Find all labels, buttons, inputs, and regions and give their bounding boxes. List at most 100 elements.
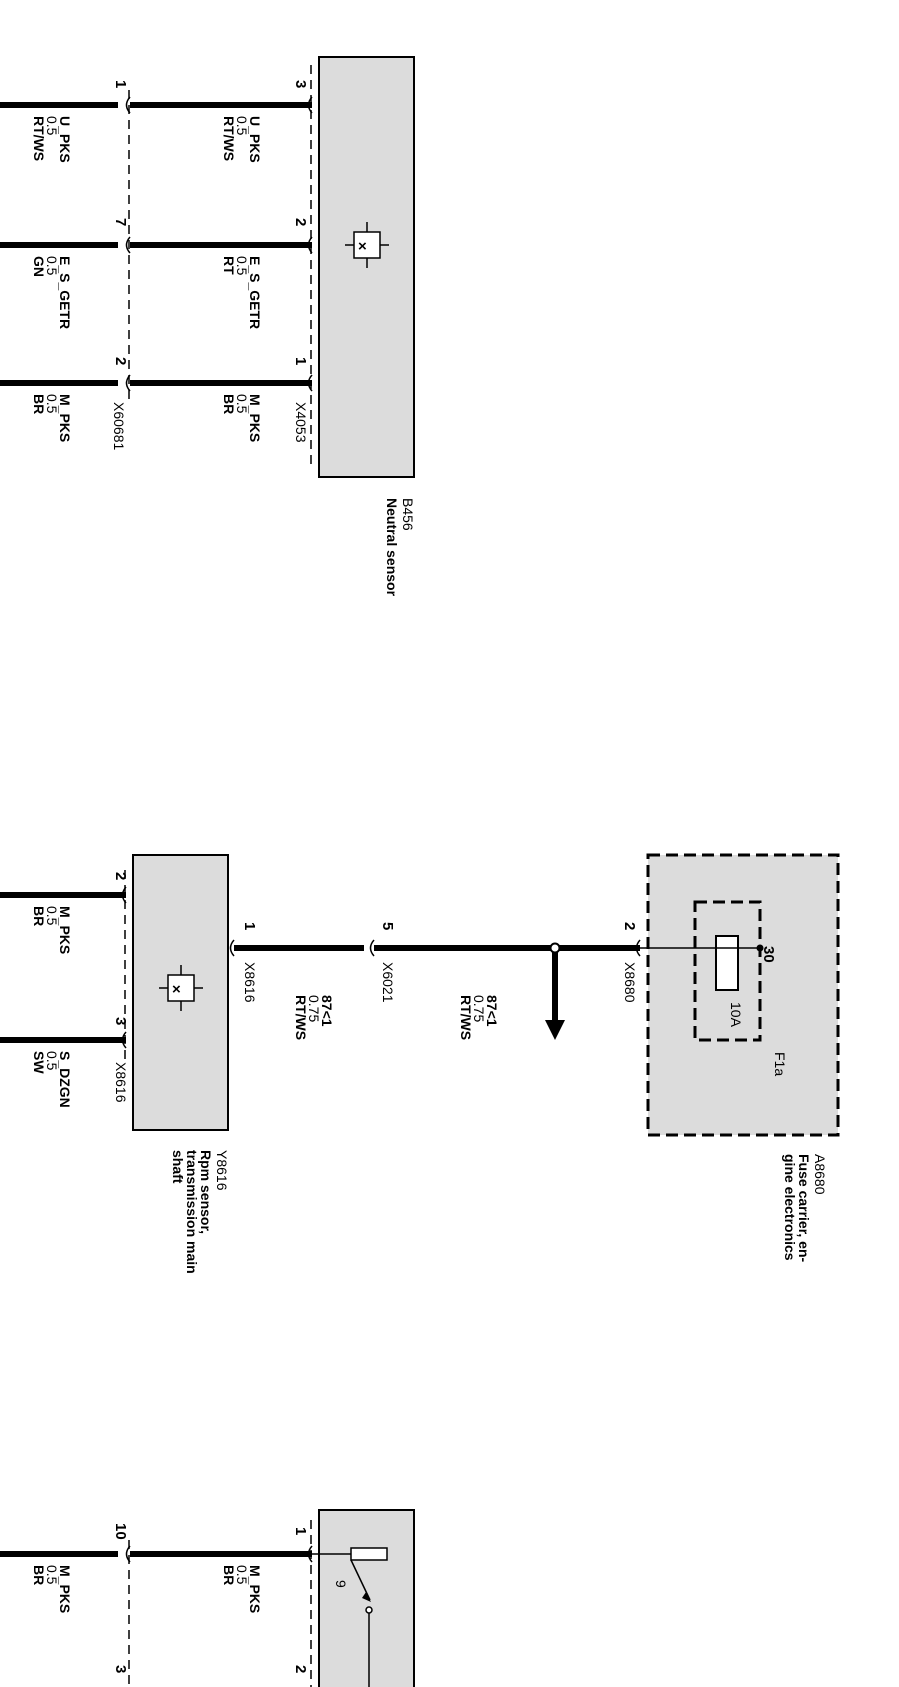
switch-angle-label: 9 <box>333 1580 349 1588</box>
svg-text:0.5: 0.5 <box>44 1051 60 1071</box>
svg-text:GN: GN <box>31 256 47 277</box>
connector-label-x8680: X8680 <box>622 962 638 1003</box>
fuse-f1a-symbol <box>640 935 764 991</box>
wire-label-87-lower: 87<1 0.75 RT/WS <box>293 995 335 1040</box>
connector-label-x60681: X60681 <box>111 402 127 450</box>
switch-symbol <box>312 1547 388 1687</box>
svg-text:M_PKS: M_PKS <box>247 394 263 442</box>
svg-text:0.5: 0.5 <box>44 116 60 136</box>
svg-text:transmission main: transmission main <box>184 1150 200 1274</box>
svg-text:0.5: 0.5 <box>44 256 60 276</box>
wire-label-m-pks-upper: M_PKS 0.5 BR <box>221 394 263 442</box>
svg-text:M_PKS: M_PKS <box>57 394 73 442</box>
connector-label-x6021: X6021 <box>380 962 396 1003</box>
svg-text:M_PKS: M_PKS <box>57 906 73 954</box>
terminal-bot-1 <box>307 1545 313 1563</box>
terminal-x6021-5 <box>369 939 375 957</box>
svg-text:M_PKS: M_PKS <box>57 1565 73 1613</box>
wire-label-u-pks-upper: U_PKS 0.5 RT/WS <box>221 116 263 163</box>
svg-text:Fuse carrier, en-: Fuse carrier, en- <box>796 1154 812 1263</box>
fuse-pin-30: 30 <box>760 946 777 963</box>
pin-x60681-1: 1 <box>112 80 129 88</box>
junction-down-arrow-icon <box>545 1020 565 1040</box>
wire-label-u-pks-lower: U_PKS 0.5 RT/WS <box>31 116 73 163</box>
pin-bot-1: 1 <box>292 1527 309 1535</box>
svg-text:B456: B456 <box>400 498 416 531</box>
svg-text:SW: SW <box>31 1051 47 1074</box>
component-label-b456: B456 Neutral sensor <box>384 498 416 597</box>
fuse-f1a-frame <box>693 900 762 1042</box>
wire-label-m-pks-bot-lower: M_PKS 0.5 BR <box>31 1565 73 1613</box>
pin-y8616-2: 2 <box>112 872 129 880</box>
fuse-rating: 10A <box>728 1002 744 1028</box>
pin-b456-2: 2 <box>292 218 309 226</box>
pin-y8616-1: 1 <box>241 922 258 930</box>
svg-text:0.5: 0.5 <box>234 1565 250 1585</box>
svg-text:0.5: 0.5 <box>44 394 60 414</box>
pin-bot-3: 3 <box>112 1665 129 1673</box>
connector-label-x8616-a: X8616 <box>242 962 258 1003</box>
sensor-symbol-y8616: × <box>159 965 203 1011</box>
junction-dot <box>549 942 561 954</box>
terminal-x60681-7 <box>125 236 131 254</box>
svg-text:BR: BR <box>31 906 47 926</box>
wire-label-m-pks-mid: M_PKS 0.5 BR <box>31 906 73 954</box>
connector-label-x8616-b: X8616 <box>113 1062 129 1103</box>
svg-text:RT/WS: RT/WS <box>293 995 309 1040</box>
svg-text:Neutral sensor: Neutral sensor <box>384 498 400 597</box>
sensor-symbol-b456: × <box>345 222 389 268</box>
pin-bot-2: 2 <box>292 1665 309 1673</box>
pin-x60681-2: 2 <box>112 357 129 365</box>
svg-text:E_S_GETR: E_S_GETR <box>247 256 263 329</box>
svg-text:0.5: 0.5 <box>234 256 250 276</box>
pin-b456-3: 3 <box>292 80 309 88</box>
svg-text:M_PKS: M_PKS <box>247 1565 263 1613</box>
svg-text:0.5: 0.5 <box>234 394 250 414</box>
pin-y8616-3: 3 <box>112 1017 129 1025</box>
svg-text:0.5: 0.5 <box>44 906 60 926</box>
pin-x60681-7: 7 <box>112 218 129 226</box>
svg-text:Y8616: Y8616 <box>214 1150 230 1191</box>
pin-x6021-5: 5 <box>379 922 396 930</box>
svg-text:U_PKS: U_PKS <box>247 116 263 163</box>
svg-text:87<1: 87<1 <box>484 995 500 1027</box>
fuse-label-f1a: F1a <box>772 1052 788 1076</box>
wire-label-e-s-getr-lower: E_S_GETR 0.5 GN <box>31 256 73 329</box>
pin-b456-1: 1 <box>292 357 309 365</box>
svg-text:RT/WS: RT/WS <box>458 995 474 1040</box>
wire-label-e-s-getr-upper: E_S_GETR 0.5 RT <box>221 256 263 329</box>
a8680-fuse-carrier-box <box>646 853 840 1137</box>
component-label-a8680: A8680 Fuse carrier, en- gine electronics <box>782 1154 828 1263</box>
pin-x8680-2: 2 <box>621 922 638 930</box>
terminal-y8616-3 <box>121 1031 127 1049</box>
wire-label-87-upper: 87<1 0.75 RT/WS <box>458 995 500 1040</box>
svg-text:U_PKS: U_PKS <box>57 116 73 163</box>
wire-label-m-pks-bot-upper: M_PKS 0.5 BR <box>221 1565 263 1613</box>
svg-text:BR: BR <box>31 1565 47 1585</box>
svg-text:Rpm sensor,: Rpm sensor, <box>198 1150 214 1234</box>
svg-text:BR: BR <box>221 1565 237 1585</box>
svg-text:0.75: 0.75 <box>471 995 487 1022</box>
pin-bot-10: 10 <box>112 1523 129 1540</box>
wire-label-m-pks-lower: M_PKS 0.5 BR <box>31 394 73 442</box>
sensor-symbol-cross-y8616: × <box>172 981 181 998</box>
svg-text:A8680: A8680 <box>812 1154 828 1195</box>
svg-text:0.5: 0.5 <box>234 116 250 136</box>
connector-label-x4053: X4053 <box>293 402 309 443</box>
wire-label-s-dzgn: S_DZGN 0.5 SW <box>31 1051 73 1108</box>
svg-text:RT/WS: RT/WS <box>221 116 237 161</box>
svg-text:BR: BR <box>31 394 47 414</box>
svg-text:0.5: 0.5 <box>44 1565 60 1585</box>
terminal-y8616-1 <box>229 939 235 957</box>
svg-text:87<1: 87<1 <box>319 995 335 1027</box>
svg-text:gine electronics: gine electronics <box>782 1154 798 1261</box>
svg-text:RT: RT <box>221 256 237 275</box>
svg-text:shaft: shaft <box>170 1150 186 1184</box>
component-label-y8616: Y8616 Rpm sensor, transmission main shaf… <box>170 1150 230 1274</box>
svg-text:RT/WS: RT/WS <box>31 116 47 161</box>
svg-text:S_DZGN: S_DZGN <box>57 1051 73 1108</box>
svg-text:BR: BR <box>221 394 237 414</box>
terminal-b456-1 <box>307 374 313 392</box>
terminal-x8680-2 <box>635 939 641 957</box>
